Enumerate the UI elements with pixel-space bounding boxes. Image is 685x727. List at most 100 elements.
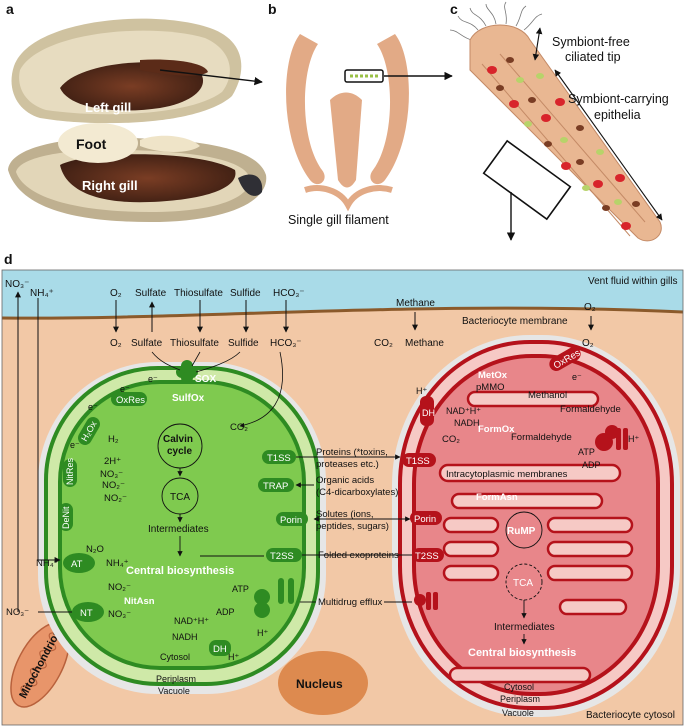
svg-text:AT: AT <box>71 559 83 570</box>
bacteriocyte-cytosol-label: Bacteriocyte cytosol <box>586 710 675 721</box>
svg-text:Thiosulfate: Thiosulfate <box>170 338 219 349</box>
panel-b: b Single gill filament <box>268 1 453 227</box>
svg-text:DH: DH <box>422 408 435 418</box>
svg-text:Vacuole: Vacuole <box>158 686 190 696</box>
filament-cell <box>536 73 544 79</box>
zoom-box-b <box>344 69 384 83</box>
filament-cell <box>621 222 631 230</box>
svg-text:Cytosol: Cytosol <box>504 682 534 692</box>
panel-a: a Left gill Foot Right gill <box>6 1 267 222</box>
nucleus-label: Nucleus <box>296 677 343 691</box>
svg-text:Sulfate: Sulfate <box>131 338 163 349</box>
svg-text:CO₂: CO₂ <box>442 434 460 445</box>
svg-text:e⁻: e⁻ <box>148 374 158 384</box>
svg-text:Calvin: Calvin <box>163 434 193 445</box>
svg-text:NADH: NADH <box>454 418 480 428</box>
filament-cell <box>496 85 504 91</box>
svg-text:Central biosynthesis: Central biosynthesis <box>468 647 576 659</box>
filament-cell <box>541 114 551 122</box>
filament-cell <box>615 174 625 182</box>
svg-text:Solutes (ions,: Solutes (ions, <box>316 509 374 520</box>
filament-cell <box>555 98 565 106</box>
svg-text:Formaldehyde: Formaldehyde <box>560 404 621 415</box>
svg-text:NH₄⁺: NH₄⁺ <box>36 558 59 569</box>
panel-letter-b: b <box>268 1 277 17</box>
filament-cell <box>576 159 584 165</box>
svg-text:NO₃⁻: NO₃⁻ <box>6 607 29 618</box>
svg-text:H⁺: H⁺ <box>257 628 268 638</box>
svg-text:HCO₃⁻: HCO₃⁻ <box>273 288 305 299</box>
svg-text:Folded exoproteins: Folded exoproteins <box>318 550 399 561</box>
svg-text:MetOx: MetOx <box>478 370 508 381</box>
filament-cell <box>602 205 610 211</box>
svg-text:Multidrug efflux: Multidrug efflux <box>318 597 382 608</box>
filament-cell <box>544 141 552 147</box>
svg-text:NT: NT <box>80 608 93 619</box>
svg-text:TCA: TCA <box>513 578 533 589</box>
svg-text:cycle: cycle <box>167 446 192 457</box>
svg-text:Intracytoplasmic membranes: Intracytoplasmic membranes <box>446 469 568 480</box>
svg-text:DH: DH <box>213 644 227 655</box>
mox-interior: OxRes MetOx pMMO Methanol Formaldehyde F… <box>402 347 639 718</box>
svg-text:O₂: O₂ <box>110 288 122 299</box>
svg-text:Sulfide: Sulfide <box>228 338 259 349</box>
svg-text:Sulfate: Sulfate <box>135 288 167 299</box>
vent-fluid-label: Vent fluid within gills <box>588 276 678 287</box>
svg-text:RuMP: RuMP <box>507 526 536 537</box>
arrow-a-to-b <box>159 69 263 86</box>
svg-text:(C4-dicarboxylates): (C4-dicarboxylates) <box>316 487 398 498</box>
filament-cell <box>528 97 536 103</box>
svg-text:NO₂⁻: NO₂⁻ <box>108 582 131 593</box>
svg-text:Sulfide: Sulfide <box>230 288 261 299</box>
svg-text:CO₂: CO₂ <box>374 338 393 349</box>
sox-complex <box>176 360 198 384</box>
filament-cell <box>487 66 497 74</box>
filament-cell <box>561 162 571 170</box>
svg-text:Periplasm: Periplasm <box>500 694 540 704</box>
svg-text:Porin: Porin <box>414 514 436 525</box>
panel-letter-c: c <box>450 1 458 17</box>
svg-text:2H⁺: 2H⁺ <box>104 456 121 467</box>
svg-text:NO₃⁻: NO₃⁻ <box>108 609 131 620</box>
filament-cell <box>593 180 603 188</box>
svg-text:ADP: ADP <box>582 460 601 470</box>
svg-text:NO₂⁻: NO₂⁻ <box>102 480 125 491</box>
svg-text:NitRes: NitRes <box>65 457 75 485</box>
svg-text:O₂: O₂ <box>110 338 122 349</box>
svg-text:NitAsn: NitAsn <box>124 596 155 607</box>
svg-text:NAD⁺H⁺: NAD⁺H⁺ <box>446 406 481 416</box>
filament-cell <box>614 199 622 205</box>
middle-labels: Proteins (*toxins, proteases etc.) Organ… <box>295 447 414 608</box>
filament-cell <box>516 77 524 83</box>
bacteriocyte-membrane-label: Bacteriocyte membrane <box>462 316 568 327</box>
svg-text:OxRes: OxRes <box>116 395 145 406</box>
svg-text:ADP: ADP <box>216 607 235 617</box>
svg-text:O₂: O₂ <box>584 302 596 313</box>
svg-text:Intermediates: Intermediates <box>148 524 209 535</box>
svg-text:Formaldehyde: Formaldehyde <box>511 432 572 443</box>
svg-text:H⁺: H⁺ <box>628 434 639 444</box>
epi-label-1: Symbiont-carrying <box>568 92 669 106</box>
filament-cell <box>576 125 584 131</box>
epi-label-2: epithelia <box>594 108 641 122</box>
outer-labels: NO₃⁻ NH₄⁺ O₂ Sulfate Thiosulfate Sulfide… <box>5 279 596 313</box>
svg-text:TRAP: TRAP <box>263 481 288 492</box>
filament-cell <box>506 57 514 63</box>
panel-c: c Symbiont-free ciliated tip Symbiont-ca… <box>449 1 669 242</box>
svg-text:e⁻: e⁻ <box>88 402 98 412</box>
svg-text:NO₂⁻: NO₂⁻ <box>104 493 127 504</box>
filament-cell <box>582 185 590 191</box>
svg-text:Thiosulfate: Thiosulfate <box>174 288 223 299</box>
panel-d: d Vent fluid within gills Bacteriocyte m… <box>1 251 684 726</box>
svg-text:Organic acids: Organic acids <box>316 475 374 486</box>
svg-text:e⁻: e⁻ <box>70 440 80 450</box>
svg-text:peptides, sugars): peptides, sugars) <box>316 521 389 532</box>
svg-text:HCO₃⁻: HCO₃⁻ <box>270 338 302 349</box>
filament-caption: Single gill filament <box>288 213 389 227</box>
svg-text:SulfOx: SulfOx <box>172 393 205 404</box>
svg-text:e⁻: e⁻ <box>572 372 582 382</box>
svg-text:pMMO: pMMO <box>476 382 505 393</box>
filament-cell <box>509 100 519 108</box>
filament-cell <box>560 137 568 143</box>
